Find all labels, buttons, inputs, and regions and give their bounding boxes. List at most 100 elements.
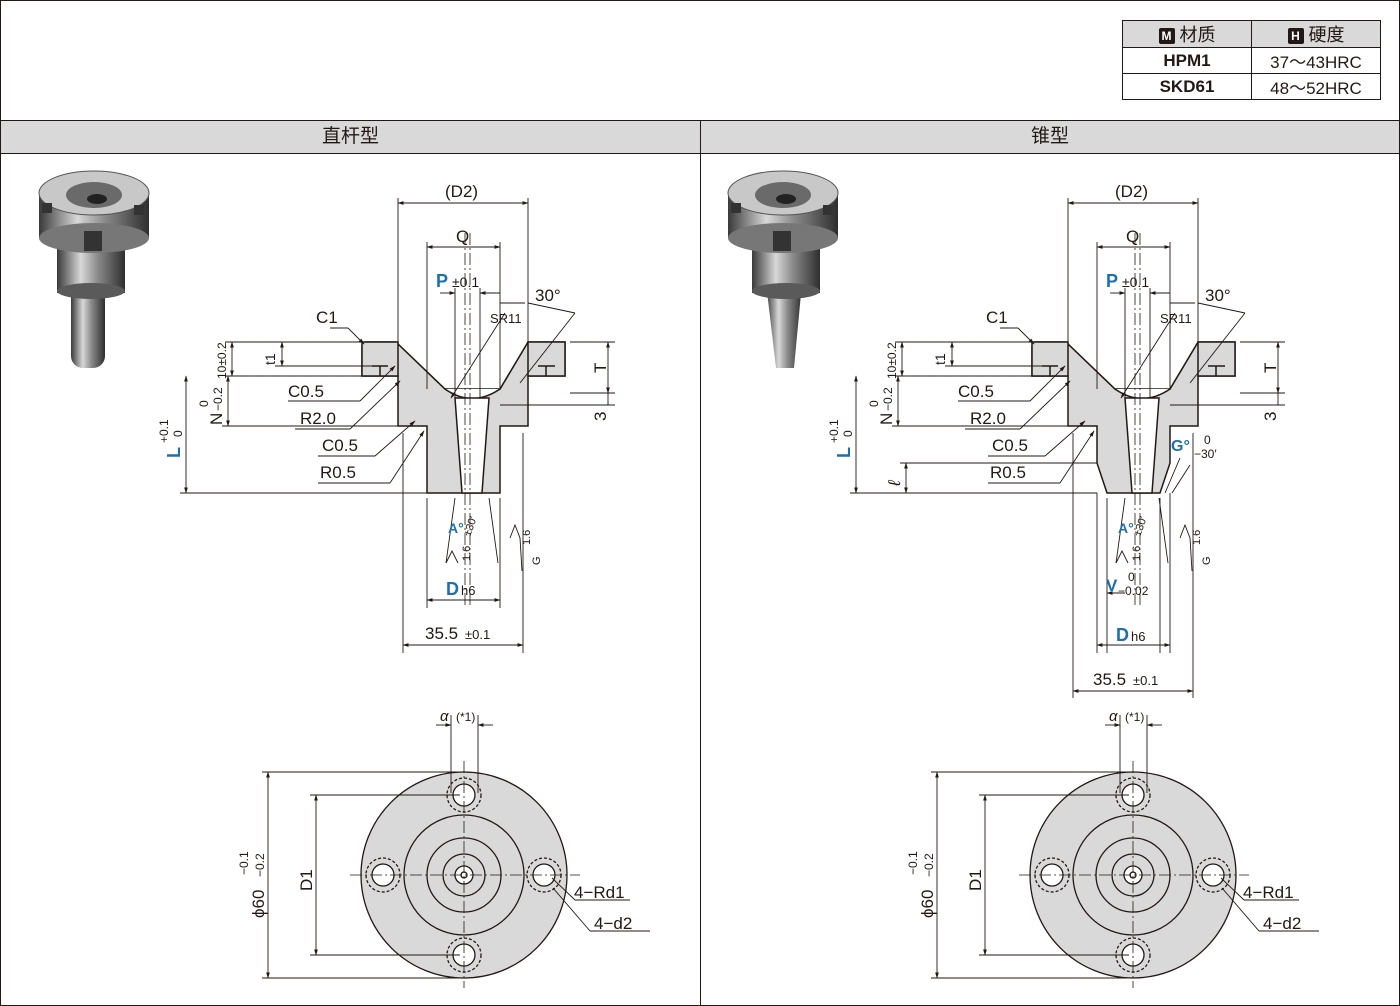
label-355-tol: ±0.1 [1133, 673, 1158, 688]
label-phi60-tol-top: −0.1 [906, 851, 920, 875]
material-m-icon: M [1158, 28, 1175, 44]
label-rd1: 4−Rd1 [574, 883, 625, 902]
label-alpha: α [1109, 708, 1118, 725]
label-d2holes: 4−d2 [1263, 914, 1301, 933]
label-g-deg: G° [1171, 438, 1190, 455]
label-alpha-note: (*1) [1125, 710, 1144, 724]
section-view-straight [361, 341, 566, 494]
section-view-taper [1031, 341, 1236, 494]
section-title-straight: 直杆型 [1, 120, 700, 154]
straight-type-drawing: (D2) Q P ±0.1 30° SR11 C1 10±0.2 t1 T 3 … [38, 170, 650, 988]
plan-view-taper [931, 715, 1319, 988]
label-n-tol-bot: −0.2 [211, 387, 225, 411]
centerlines [1134, 233, 1141, 608]
label-l-tol-top: +0.1 [827, 419, 841, 443]
label-q: Q [456, 227, 469, 246]
label-phi60: ϕ60 [249, 890, 268, 918]
label-dh6: D [446, 579, 459, 599]
label-c1: C1 [316, 308, 338, 327]
label-c1: C1 [986, 308, 1008, 327]
label-phi60-tol-top: −0.1 [237, 851, 251, 875]
label-g-tol-bot: −30′ [1194, 447, 1217, 461]
label-d1: D1 [966, 869, 985, 891]
label-rough2: 1.6 [1191, 530, 1203, 545]
label-p: P [436, 271, 448, 291]
material-cell: HPM1 [1122, 47, 1252, 74]
label-r20: R2.0 [970, 409, 1006, 428]
plan-labels-straight: α (*1) ϕ60 −0.1 −0.2 D1 4−Rd1 4−d2 [237, 708, 632, 933]
label-t1: t1 [262, 353, 278, 365]
label-phi60-tol-bot: −0.2 [253, 853, 267, 877]
label-phi60: ϕ60 [918, 890, 937, 918]
label-10: 10±0.2 [885, 342, 899, 379]
label-angle30: 30° [1205, 286, 1231, 305]
label-three: 3 [1261, 412, 1280, 421]
label-phi60-tol-bot: −0.2 [922, 853, 936, 877]
label-t1: t1 [932, 353, 948, 365]
label-r05: R0.5 [320, 463, 356, 482]
label-r05: R0.5 [990, 463, 1026, 482]
hardness-cell: 48～52HRC [1251, 73, 1381, 100]
label-g-tol-top: 0 [1204, 433, 1211, 447]
label-p: P [1106, 271, 1118, 291]
label-v-tol-bot: −0.02 [1118, 584, 1149, 598]
label-n-tol-top: 0 [867, 400, 881, 407]
label-n: N [877, 413, 896, 425]
label-d2: (D2) [445, 182, 478, 201]
label-g: G [1201, 556, 1213, 565]
table-row: HPM1 37～43HRC [1122, 47, 1381, 74]
label-d2: (D2) [1115, 182, 1148, 201]
section-title-taper: 锥型 [701, 120, 1399, 154]
label-d2holes: 4−d2 [594, 914, 632, 933]
label-c05b: C0.5 [992, 436, 1028, 455]
label-d1: D1 [297, 869, 316, 891]
product-photo-straight [38, 170, 150, 368]
label-dh6-sub: h6 [1131, 629, 1145, 644]
hardness-h-icon: H [1287, 28, 1304, 44]
label-g: G [531, 556, 543, 565]
product-photo-taper [727, 170, 839, 368]
label-p-tol: ±0.1 [1122, 274, 1149, 290]
label-c05b: C0.5 [322, 436, 358, 455]
label-alpha: α [440, 708, 449, 725]
label-l-tol-bot: 0 [841, 430, 855, 437]
label-alpha-note: (*1) [456, 710, 475, 724]
label-a-tol: ±30′ [1132, 515, 1150, 538]
label-r20: R2.0 [300, 409, 336, 428]
label-rd1: 4−Rd1 [1243, 883, 1294, 902]
label-10: 10±0.2 [215, 342, 229, 379]
label-ell: ℓ [885, 480, 904, 487]
label-angle30: 30° [535, 286, 561, 305]
label-dh6: D [1116, 625, 1129, 645]
label-dh6-sub: h6 [461, 583, 475, 598]
hardness-cell: 37～43HRC [1251, 47, 1381, 74]
section-divider [700, 120, 701, 1006]
dimension-lines [180, 198, 615, 653]
label-355-tol: ±0.1 [465, 627, 490, 642]
label-n-tol-bot: −0.2 [881, 387, 895, 411]
label-355: 35.5 [425, 624, 458, 643]
centerlines [464, 233, 471, 608]
label-a-tol: ±30′ [462, 515, 480, 538]
dimension-lines [850, 198, 1285, 698]
label-q: Q [1126, 227, 1139, 246]
label-a: A° [448, 520, 464, 536]
label-rough1: 1.6 [1131, 546, 1143, 561]
plan-view-straight [262, 715, 650, 988]
plan-labels-taper: α (*1) ϕ60 −0.1 −0.2 D1 4−Rd1 4−d2 [906, 708, 1301, 933]
label-three: 3 [591, 412, 610, 421]
label-l: L [164, 447, 184, 458]
label-c05a: C0.5 [288, 382, 324, 401]
dimension-labels: (D2) Q P ±0.1 30° SR11 C1 10±0.2 t1 T 3 … [157, 182, 610, 643]
taper-type-drawing: (D2) Q P ±0.1 30° SR11 C1 10±0.2 t1 T 3 … [727, 170, 1319, 988]
technical-drawing: (D2) Q P ±0.1 30° SR11 C1 10±0.2 t1 T 3 … [38, 170, 1319, 988]
label-355: 35.5 [1093, 670, 1126, 689]
material-cell: SKD61 [1122, 73, 1252, 100]
label-l-tol-bot: 0 [171, 430, 185, 437]
table-row: SKD61 48～52HRC [1122, 73, 1381, 100]
label-v-tol-top: 0 [1128, 570, 1135, 584]
